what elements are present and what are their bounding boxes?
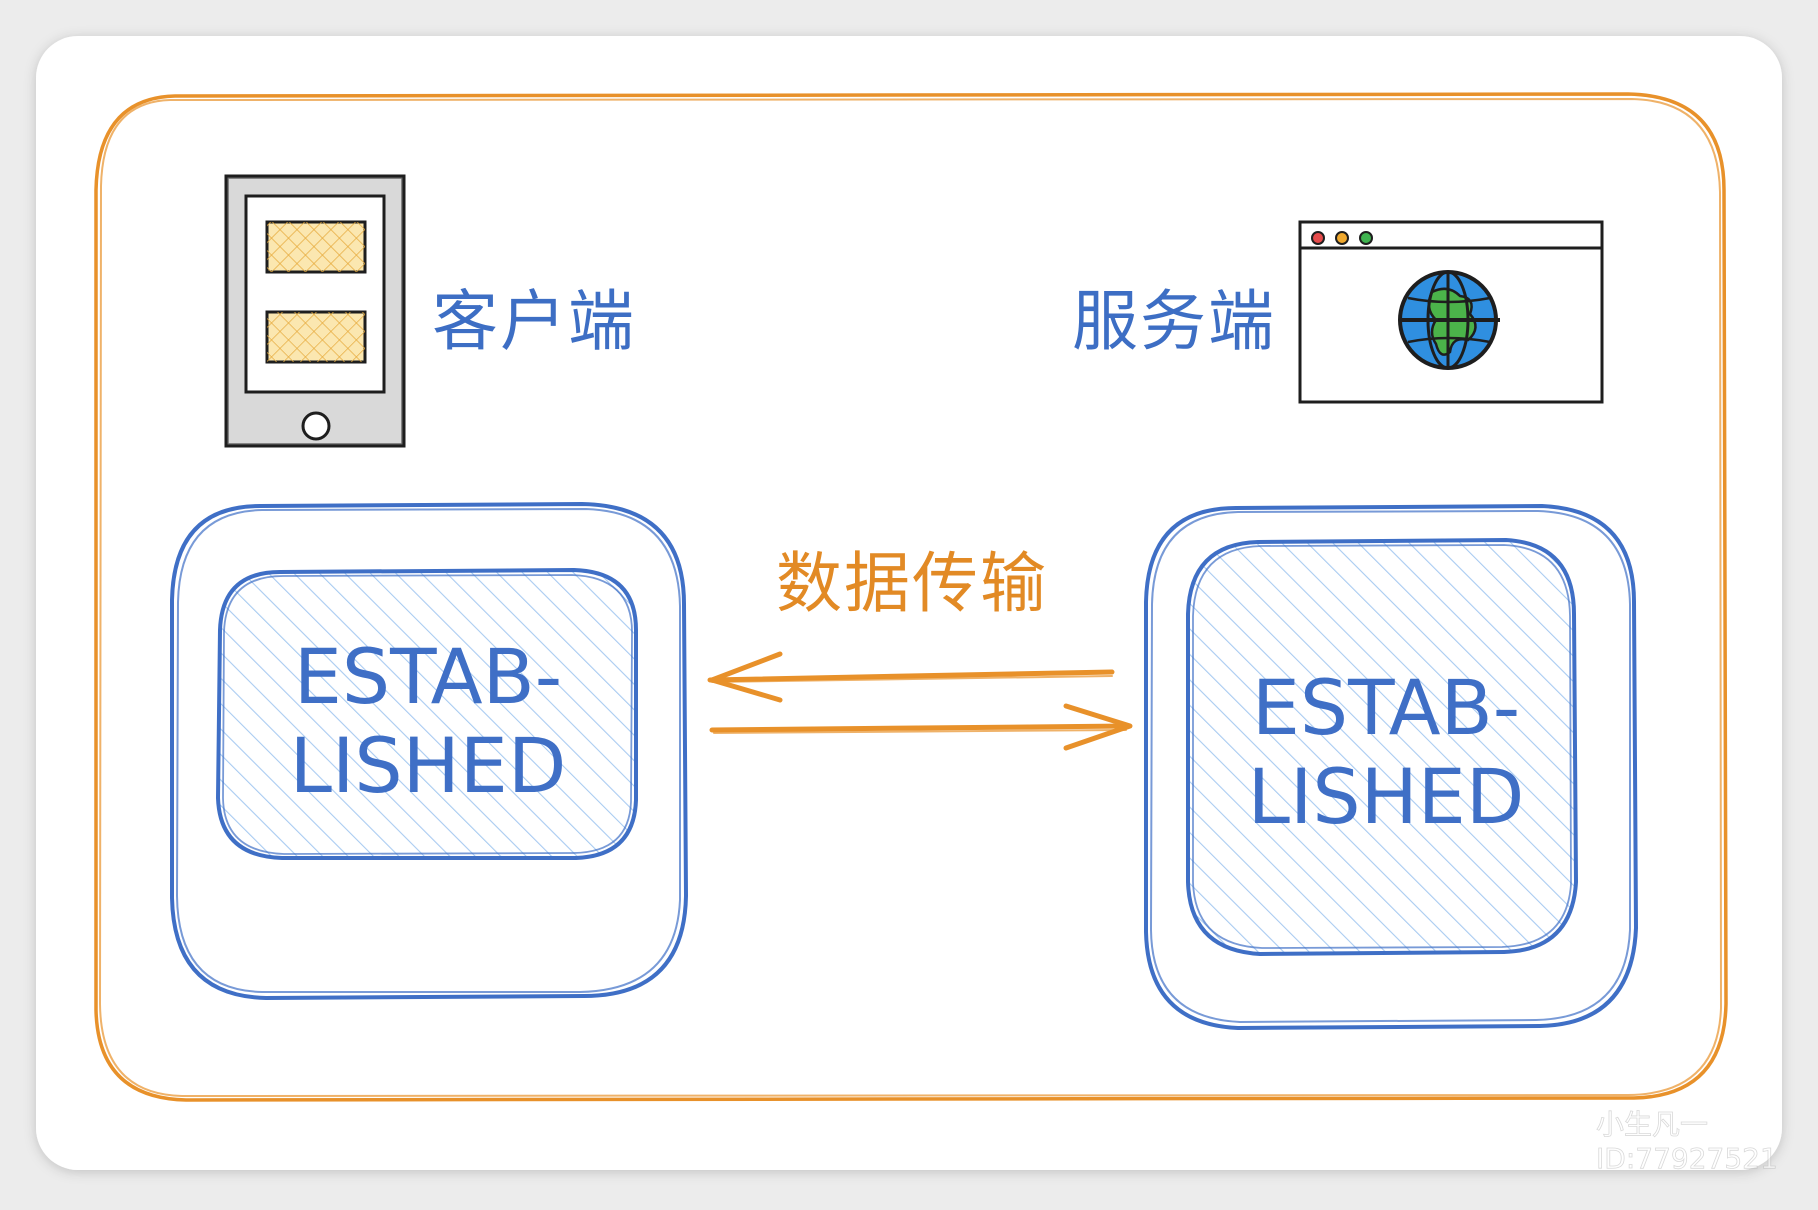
globe-icon	[1398, 270, 1500, 370]
client-label: 客户端	[432, 283, 636, 360]
watermark-name: 小生凡一	[1596, 1108, 1708, 1141]
arrow-to-client	[707, 651, 1115, 703]
client-outer-box	[170, 501, 689, 1001]
outer-orange-frame	[94, 92, 1728, 1102]
tablet-icon	[224, 174, 406, 448]
client-state-line2: LISHED	[290, 721, 567, 810]
browser-globe-icon	[1298, 220, 1604, 404]
server-outer-box	[1144, 503, 1639, 1031]
window-maximize-dot	[1359, 231, 1373, 245]
watermark: 小生凡一 ID:77927521	[1522, 1108, 1778, 1175]
window-close-dot	[1311, 231, 1325, 245]
watermark-id: ID:77927521	[1596, 1142, 1778, 1175]
client-state-line1: ESTAB-	[294, 632, 562, 721]
server-state-line2: LISHED	[1248, 752, 1525, 841]
server-state-line1: ESTAB-	[1252, 663, 1520, 752]
server-label: 服务端	[1072, 283, 1276, 360]
server-state-box	[1186, 537, 1579, 957]
toutiao-logo-icon	[1522, 1110, 1578, 1166]
transfer-label: 数据传输	[776, 545, 1048, 622]
client-state-box	[215, 567, 638, 860]
arrow-to-server	[709, 703, 1133, 751]
window-minimize-dot	[1335, 231, 1349, 245]
